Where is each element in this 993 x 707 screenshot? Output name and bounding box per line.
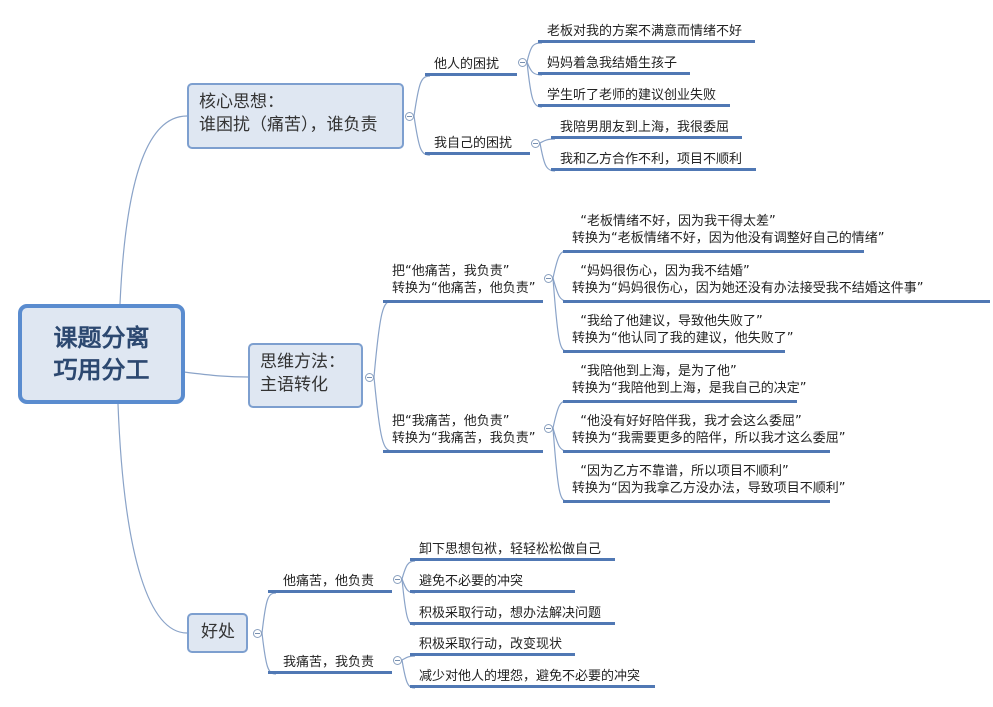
list-item[interactable]: “他没有好好陪伴我，我才会这么委屈” 转换为“我需要更多的陪伴，所以我才这么委屈… xyxy=(563,409,845,453)
list-item[interactable]: “我陪他到上海，是为了他” 转换为“我陪他到上海，是我自己的决定” xyxy=(563,359,806,403)
collapse-icon[interactable] xyxy=(531,139,540,148)
list-item[interactable]: 积极采取行动，想办法解决问题 xyxy=(410,603,615,625)
collapse-icon[interactable] xyxy=(544,274,553,283)
list-item[interactable]: 积极采取行动，改变现状 xyxy=(410,634,575,656)
branch-benefits[interactable]: 好处 xyxy=(187,613,248,653)
collapse-icon[interactable] xyxy=(518,58,527,67)
group-i-responsible[interactable]: 我痛苦，我负责 xyxy=(268,652,392,674)
collapse-icon[interactable] xyxy=(393,656,402,665)
group-he-suffers[interactable]: 把“他痛苦，我负责” 转换为“他痛苦，他负责” xyxy=(383,259,543,303)
list-item[interactable]: 学生听了老师的建议创业失败 xyxy=(538,85,730,107)
group-he-responsible[interactable]: 他痛苦，他负责 xyxy=(268,571,392,593)
collapse-icon[interactable] xyxy=(253,629,262,638)
list-item[interactable]: “妈妈很伤心，因为我不结婚” 转换为“妈妈很伤心，因为她还没有办法接受我不结婚这… xyxy=(563,259,990,303)
root-node[interactable]: 课题分离 巧用分工 xyxy=(18,304,185,404)
list-item[interactable]: 减少对他人的埋怨，避免不必要的冲突 xyxy=(410,666,655,688)
list-item[interactable]: 老板对我的方案不满意而情绪不好 xyxy=(538,21,755,43)
list-item[interactable]: 卸下思想包袱，轻轻松松做自己 xyxy=(410,539,615,561)
group-own-trouble[interactable]: 我自己的困扰 xyxy=(425,133,530,155)
list-item[interactable]: “我给了他建议，导致他失败了” 转换为“他认同了我的建议，他失败了” xyxy=(563,309,793,353)
group-others-trouble[interactable]: 他人的困扰 xyxy=(425,54,517,76)
branch-thinking-method[interactable]: 思维方法： 主语转化 xyxy=(248,343,363,408)
group-i-suffer[interactable]: 把“我痛苦，他负责” 转换为“我痛苦，我负责” xyxy=(383,409,543,453)
branch-core-idea[interactable]: 核心思想： 谁困扰（痛苦），谁负责 xyxy=(187,83,404,149)
list-item[interactable]: “老板情绪不好，因为我干得太差” 转换为“老板情绪不好，因为他没有调整好自己的情… xyxy=(563,209,884,253)
list-item[interactable]: 我和乙方合作不利，项目不顺利 xyxy=(551,149,756,171)
collapse-icon[interactable] xyxy=(405,112,414,121)
list-item[interactable]: 我陪男朋友到上海，我很委屈 xyxy=(551,117,742,139)
list-item[interactable]: 避免不必要的冲突 xyxy=(410,571,575,593)
collapse-icon[interactable] xyxy=(365,373,374,382)
list-item[interactable]: “因为乙方不靠谱，所以项目不顺利” 转换为“因为我拿乙方没办法，导致项目不顺利” xyxy=(563,459,845,503)
list-item[interactable]: 妈妈着急我结婚生孩子 xyxy=(538,53,690,75)
collapse-icon[interactable] xyxy=(393,575,402,584)
collapse-icon[interactable] xyxy=(544,424,553,433)
